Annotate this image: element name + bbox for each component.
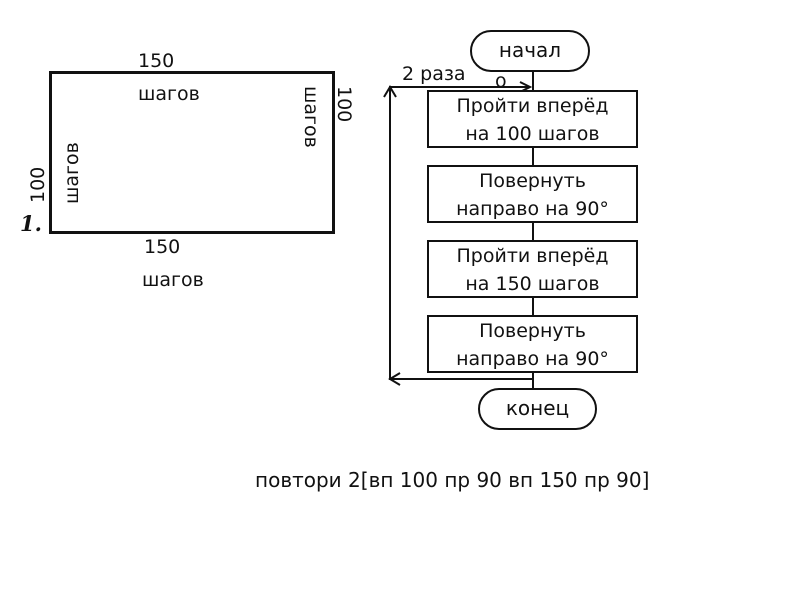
step-line: Повернуть [479, 170, 586, 192]
start-label: начал [498, 38, 562, 62]
bottom-unit: шагов [142, 269, 204, 291]
loop-arrow-up-icon [383, 85, 397, 98]
start-label-wrap: о [495, 70, 507, 92]
end-terminal: конец [478, 388, 597, 430]
loop-line [389, 86, 533, 380]
figure-number: 1. [20, 211, 42, 236]
top-length: 150 [138, 50, 175, 72]
step-line: Пройти вперёд [456, 245, 609, 267]
step-box: Пройти вперёд на 100 шагов [427, 90, 638, 148]
step-box: Повернуть направо на 90° [427, 315, 638, 373]
step-line: направо на 90° [456, 348, 609, 370]
step-line: Пройти вперёд [456, 95, 609, 117]
loop-arrow-left-icon [388, 372, 401, 386]
step-line: на 100 шагов [465, 123, 600, 145]
loop-label: 2 раза [402, 63, 466, 85]
step-line: на 150 шагов [465, 273, 600, 295]
step-line: Повернуть [479, 320, 586, 342]
rectangle-path [49, 71, 335, 234]
program-code: повтори 2[вп 100 пр 90 вп 150 пр 90] [255, 468, 650, 492]
bottom-length: 150 [144, 236, 181, 258]
step-box: Пройти вперёд на 150 шагов [427, 240, 638, 298]
top-unit: шагов [138, 83, 200, 105]
step-line: направо на 90° [456, 198, 609, 220]
end-label: конец [505, 396, 570, 420]
step-box: Повернуть направо на 90° [427, 165, 638, 223]
start-terminal: начал [470, 30, 590, 72]
